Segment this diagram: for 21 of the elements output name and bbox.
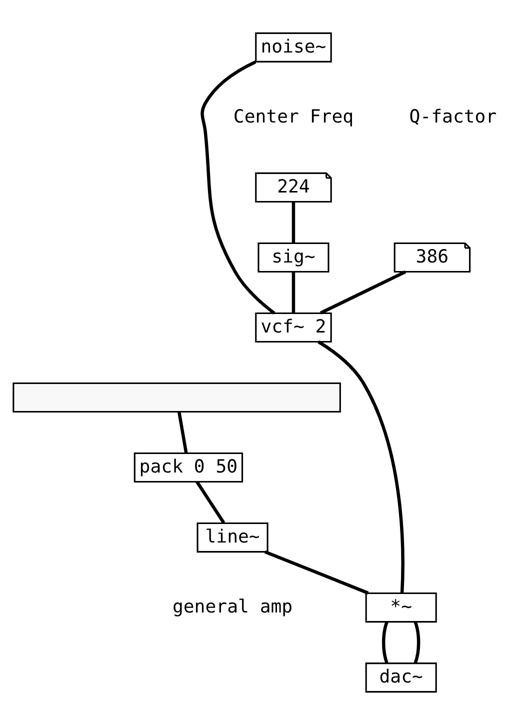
connector xyxy=(264,550,369,594)
connector xyxy=(292,201,296,242)
connector xyxy=(320,270,406,314)
label: Q-factor xyxy=(409,106,497,127)
connector xyxy=(177,411,188,453)
label: Center Freq xyxy=(233,106,354,127)
connector xyxy=(414,620,420,663)
connector xyxy=(200,60,276,314)
node-box: sig~ xyxy=(258,242,330,272)
node-box: *~ xyxy=(365,592,437,622)
label: general amp xyxy=(172,596,293,617)
connector xyxy=(196,480,226,524)
node-box: line~ xyxy=(196,522,268,552)
connector xyxy=(382,620,388,663)
node-box: noise~ xyxy=(255,32,332,62)
connector xyxy=(292,271,296,312)
node-box: vcf~ 2 xyxy=(255,312,332,342)
node-box: pack 0 50 xyxy=(134,452,244,482)
connector xyxy=(318,340,404,593)
node-box: dac~ xyxy=(365,662,437,692)
node-bar xyxy=(12,382,341,412)
